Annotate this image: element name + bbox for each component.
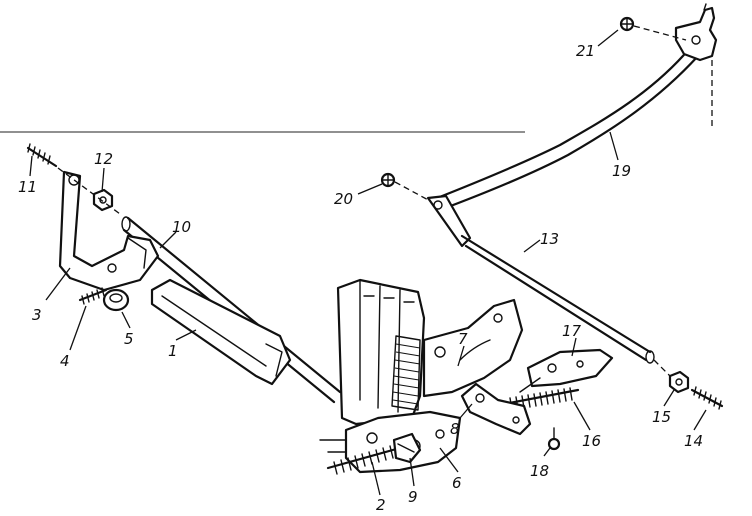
crank-arm-20 xyxy=(426,194,472,248)
bolt-18 xyxy=(547,427,561,451)
central-frame xyxy=(336,278,426,426)
callout-6: 6 xyxy=(452,474,462,492)
bolt-21 xyxy=(619,16,635,32)
callout-13: 13 xyxy=(540,230,559,248)
nut-12 xyxy=(92,188,114,212)
callout-19: 19 xyxy=(612,162,631,180)
axis-line-11 xyxy=(57,167,121,215)
middle-rod-13 xyxy=(460,234,655,364)
screw-11 xyxy=(26,143,58,168)
spring-2 xyxy=(326,445,402,475)
axis-line-20 xyxy=(394,181,433,203)
callout-8: 8 xyxy=(450,420,460,438)
screw-14 xyxy=(690,386,724,410)
callout-2: 2 xyxy=(376,496,386,514)
lever-8 xyxy=(460,382,532,436)
callout-11: 11 xyxy=(18,178,37,196)
bolt-20 xyxy=(380,172,396,188)
callout-14: 14 xyxy=(684,432,703,450)
callout-10: 10 xyxy=(172,218,191,236)
callout-12: 12 xyxy=(94,150,113,168)
axis-line-21 xyxy=(633,25,687,41)
callout-16: 16 xyxy=(582,432,601,450)
leader-lines xyxy=(29,29,707,496)
callout-labels: 1 2 3 4 5 6 7 8 9 10 11 12 13 14 15 16 1… xyxy=(18,42,703,514)
callout-21: 21 xyxy=(576,42,595,60)
bracket-17 xyxy=(519,348,614,393)
callout-18: 18 xyxy=(530,462,549,480)
callout-7: 7 xyxy=(458,330,468,348)
nut-15 xyxy=(668,370,690,394)
callout-4: 4 xyxy=(60,352,70,370)
main-rod-10 xyxy=(121,216,342,404)
upper-rod-19 xyxy=(430,3,718,212)
callout-3: 3 xyxy=(32,306,42,324)
cam-9 xyxy=(392,432,422,464)
spring-4 xyxy=(78,287,108,305)
base-plate-6 xyxy=(319,410,462,474)
side-plate-7 xyxy=(422,298,524,398)
callout-20: 20 xyxy=(334,190,353,208)
body-1 xyxy=(150,278,292,386)
callout-5: 5 xyxy=(124,330,134,348)
bracket-3 xyxy=(58,170,160,292)
callout-9: 9 xyxy=(408,488,418,506)
hatched-panel xyxy=(391,335,421,411)
spring-16 xyxy=(502,387,580,411)
axis-line-14 xyxy=(653,359,671,377)
callout-1: 1 xyxy=(168,342,178,360)
callout-17: 17 xyxy=(562,322,582,340)
knob-5 xyxy=(102,288,130,312)
callout-15: 15 xyxy=(652,408,671,426)
